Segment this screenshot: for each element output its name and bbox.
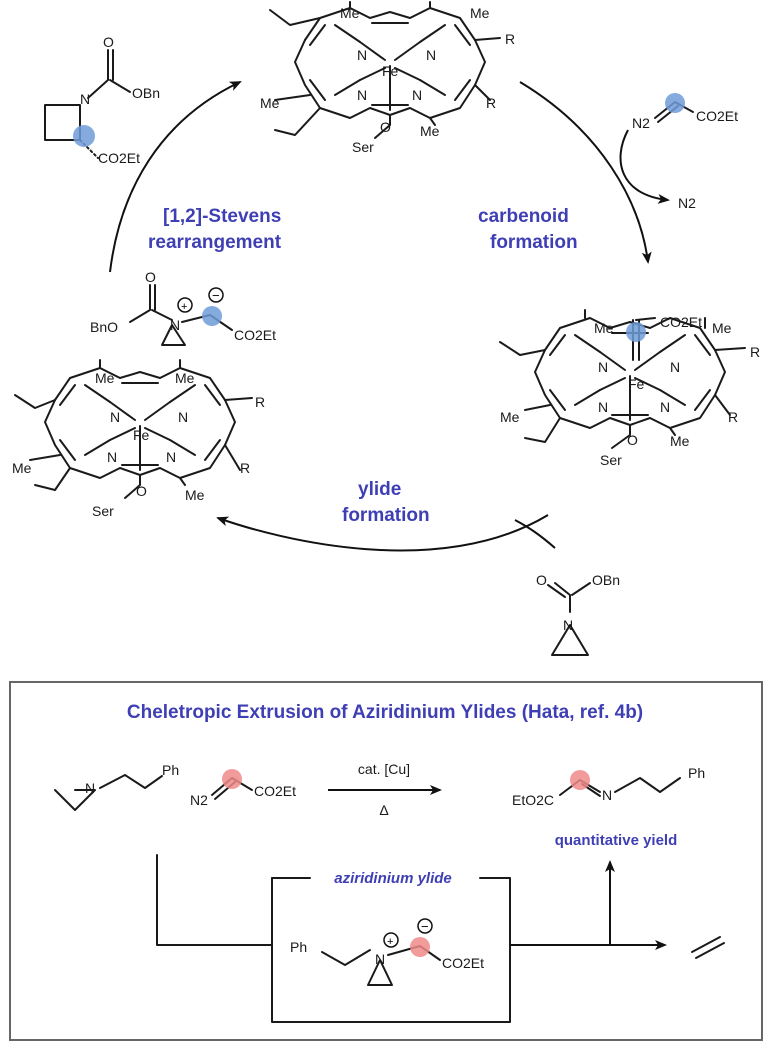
co2et-label: CO2Et xyxy=(254,783,296,799)
arrow-carbamate-in xyxy=(514,519,556,549)
aziridine-carbamate xyxy=(547,582,591,656)
r-label: R xyxy=(240,460,250,476)
aziridinium-ylide-box xyxy=(321,918,441,986)
me-label: Me xyxy=(185,487,205,503)
yield-label: quantitative yield xyxy=(555,832,678,849)
me-label: Me xyxy=(470,5,490,21)
n-label: N xyxy=(412,87,422,103)
n-label: N xyxy=(85,780,95,796)
obn-label: OBn xyxy=(592,572,620,588)
me-label: Me xyxy=(670,433,690,449)
fe-label: Fe xyxy=(382,63,399,79)
phenethyl-aziridine xyxy=(54,774,163,811)
imine-product xyxy=(559,770,681,797)
diazo-ester xyxy=(654,93,694,123)
azetidine-product xyxy=(44,49,131,159)
arrow-ylide xyxy=(216,514,549,552)
plus-charge-icon: + xyxy=(181,301,187,313)
n2-label: N2 xyxy=(190,792,208,808)
me-label: Me xyxy=(420,123,440,139)
me-label: Me xyxy=(260,95,280,111)
n-label: N xyxy=(598,399,608,415)
o-label: O xyxy=(627,432,638,448)
n-label: N xyxy=(670,359,680,375)
minus-charge-icon: − xyxy=(212,288,220,303)
ph-label: Ph xyxy=(688,765,705,781)
ser-label: Ser xyxy=(92,503,114,519)
minus-charge-icon: − xyxy=(421,919,429,934)
n2-byproduct-label: N2 xyxy=(678,195,696,211)
ph-label: Ph xyxy=(162,762,179,778)
o-label: O xyxy=(103,34,114,50)
r-label: R xyxy=(750,344,760,360)
o-label: O xyxy=(136,483,147,499)
me-label: Me xyxy=(12,460,32,476)
ethylene xyxy=(691,936,725,959)
ser-label: Ser xyxy=(352,139,374,155)
ser-label: Ser xyxy=(600,452,622,468)
me-label: Me xyxy=(340,5,360,21)
step-ylide-2: formation xyxy=(342,505,430,526)
n-label: N xyxy=(660,399,670,415)
co2et-label: CO2Et xyxy=(234,327,276,343)
fe-label: Fe xyxy=(133,427,150,443)
n-label: N xyxy=(426,47,436,63)
conditions-bottom: Δ xyxy=(379,802,388,818)
co2et-label: CO2Et xyxy=(442,955,484,971)
n-label: N xyxy=(375,951,385,967)
plus-charge-icon: + xyxy=(387,936,393,948)
bno-label: BnO xyxy=(90,319,118,335)
r-label: R xyxy=(728,409,738,425)
me-label: Me xyxy=(175,370,195,386)
n2-label: N2 xyxy=(632,115,650,131)
r-label: R xyxy=(505,31,515,47)
r-label: R xyxy=(486,95,496,111)
n-label: N xyxy=(357,47,367,63)
aziridinium-ylide-cycle xyxy=(129,284,233,346)
r-label: R xyxy=(255,394,265,410)
co2et-label: CO2Et xyxy=(660,314,702,330)
n-label: N xyxy=(170,317,180,333)
step-carbenoid-2: formation xyxy=(490,232,578,253)
arrow-stevens xyxy=(109,81,242,273)
co2et-label: CO2Et xyxy=(696,108,738,124)
me-label: Me xyxy=(594,320,614,336)
me-label: Me xyxy=(712,320,732,336)
step-ylide-1: ylide xyxy=(358,479,401,500)
ylide-box-label: aziridinium ylide xyxy=(334,870,452,887)
step-carbenoid-1: carbenoid xyxy=(478,206,569,227)
box-title: Cheletropic Extrusion of Aziridinium Yli… xyxy=(127,702,643,723)
hata-box xyxy=(9,681,763,1041)
step-stevens-2: rearrangement xyxy=(148,232,282,253)
me-label: Me xyxy=(500,409,520,425)
n-label: N xyxy=(166,449,176,465)
diazo-ester-box xyxy=(211,769,253,800)
co2et-label: CO2Et xyxy=(98,150,140,166)
n-label: N xyxy=(178,409,188,425)
n-label: N xyxy=(357,87,367,103)
n-label: N xyxy=(598,359,608,375)
conditions-top: cat. [Cu] xyxy=(358,761,410,777)
porphyrin-top xyxy=(269,1,501,139)
porphyrin-carbenoid xyxy=(499,309,746,449)
o-label: O xyxy=(536,572,547,588)
ph-label: Ph xyxy=(290,939,307,955)
arrow-n2-out xyxy=(619,129,670,204)
arrow-carbenoid xyxy=(519,81,652,264)
step-stevens-1: [1,2]-Stevens xyxy=(163,206,281,227)
obn-label: OBn xyxy=(132,85,160,101)
porphyrin-left xyxy=(14,359,253,499)
o-label: O xyxy=(145,269,156,285)
n-label: N xyxy=(80,91,90,107)
n-label: N xyxy=(602,787,612,803)
eto2c-label: EtO2C xyxy=(512,792,554,808)
n-label: N xyxy=(110,409,120,425)
o-label: O xyxy=(380,119,391,135)
me-label: Me xyxy=(95,370,115,386)
fe-label: Fe xyxy=(628,376,645,392)
n-label: N xyxy=(107,449,117,465)
n-label: N xyxy=(563,617,573,633)
